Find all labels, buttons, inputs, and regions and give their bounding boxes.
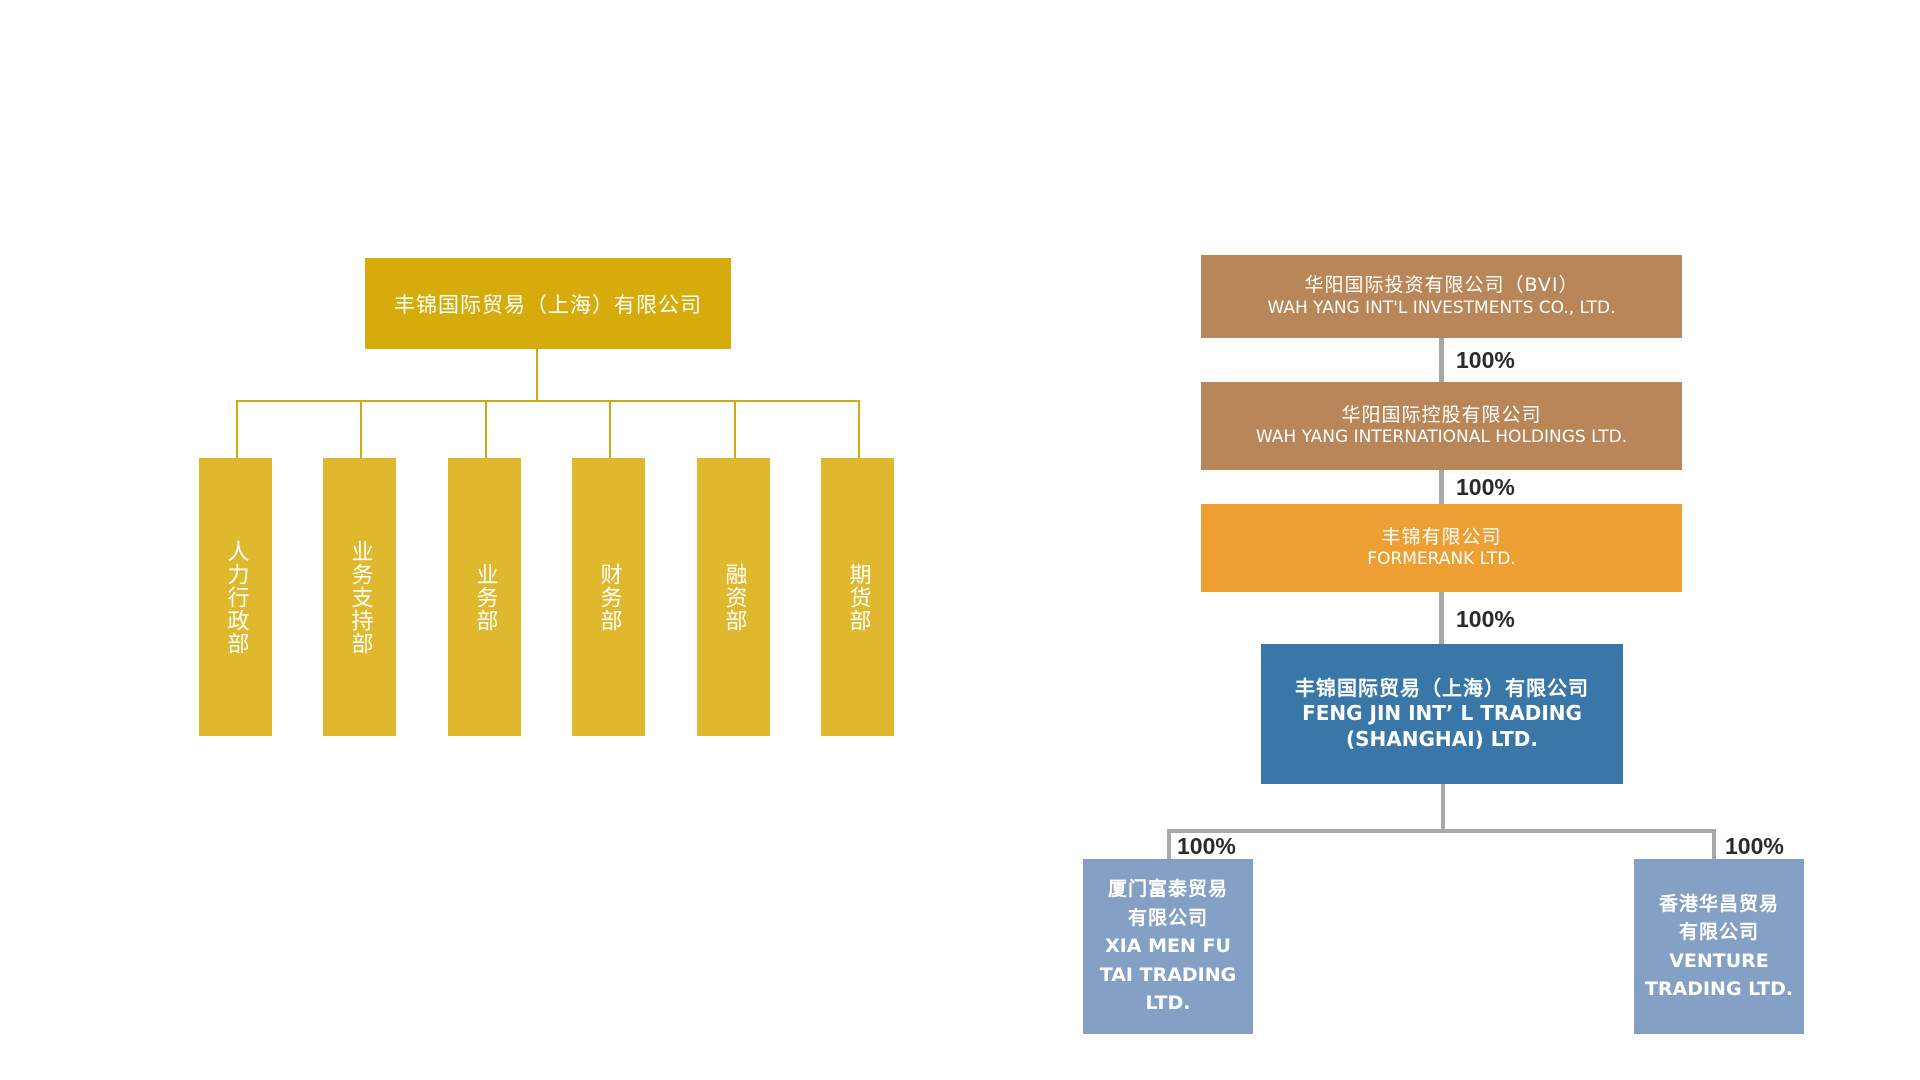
dept-finance: 财务部 [572, 458, 645, 736]
node-formerank: 丰锦有限公司 FORMERANK LTD. [1201, 504, 1682, 592]
node-cn-label: 丰锦有限公司 [1381, 525, 1502, 548]
ownership-percent-5: 100% [1725, 833, 1784, 859]
node-cn-label: 有限公司 [1678, 921, 1759, 943]
node-wah-yang-holdings: 华阳国际控股有限公司 WAH YANG INTERNATIONAL HOLDIN… [1201, 382, 1682, 470]
node-cn-label: 有限公司 [1127, 906, 1208, 929]
node-en-label: XIA MEN FU [1105, 935, 1231, 958]
dept-label: 期货部 [845, 562, 871, 632]
dept-label: 业务支持部 [347, 539, 373, 655]
node-cn-label: 丰锦国际贸易（上海）有限公司 [1295, 676, 1589, 700]
node-en-label: LTD. [1145, 992, 1191, 1015]
node-xiamen-futai: 厦门富泰贸易 有限公司 XIA MEN FU TAI TRADING LTD. [1083, 859, 1253, 1034]
dept-business-support: 业务支持部 [323, 458, 396, 736]
dept-label: 业务部 [472, 562, 498, 632]
ownership-connector-1 [1439, 338, 1444, 382]
node-en-label: FORMERANK LTD. [1367, 549, 1516, 570]
node-en-label: (SHANGHAI) LTD. [1346, 727, 1538, 751]
org-connector-drop-5 [734, 400, 736, 458]
dept-label: 财务部 [596, 562, 622, 632]
org-root-label: 丰锦国际贸易（上海）有限公司 [394, 292, 702, 317]
dept-futures: 期货部 [821, 458, 894, 736]
org-connector-drop-2 [360, 400, 362, 458]
ownership-connector-4 [1441, 784, 1445, 831]
node-en-label: VENTURE [1669, 949, 1769, 972]
node-hk-huachang: 香港华昌贸易 有限公司 VENTURE TRADING LTD. [1634, 859, 1804, 1034]
dept-financing: 融资部 [697, 458, 770, 736]
dept-business: 业务部 [448, 458, 521, 736]
node-cn-label: 华阳国际控股有限公司 [1341, 403, 1542, 426]
dept-hr-admin: 人力行政部 [199, 458, 272, 736]
org-connector-drop-4 [609, 400, 611, 458]
org-connector-trunk [536, 349, 538, 401]
org-connector-drop-1 [236, 400, 238, 458]
ownership-percent-2: 100% [1456, 474, 1515, 500]
node-cn-label: 华阳国际投资有限公司（BVI） [1304, 274, 1579, 297]
dept-label: 人力行政部 [223, 539, 249, 655]
org-root-node: 丰锦国际贸易（上海）有限公司 [365, 258, 731, 349]
org-connector-bus [236, 400, 860, 402]
node-feng-jin-shanghai: 丰锦国际贸易（上海）有限公司 FENG JIN INT’ L TRADING (… [1261, 644, 1623, 784]
ownership-percent-1: 100% [1456, 347, 1515, 373]
node-cn-label: 香港华昌贸易 [1658, 892, 1779, 915]
node-en-label: WAH YANG INT'L INVESTMENTS CO., LTD. [1267, 297, 1616, 318]
node-cn-label: 厦门富泰贸易 [1107, 878, 1228, 901]
ownership-connector-3 [1439, 592, 1444, 644]
ownership-percent-4: 100% [1177, 833, 1236, 859]
ownership-percent-3: 100% [1456, 606, 1515, 632]
ownership-connector-2 [1439, 470, 1444, 504]
node-en-label: TAI TRADING [1099, 963, 1237, 986]
node-wah-yang-investments: 华阳国际投资有限公司（BVI） WAH YANG INT'L INVESTMEN… [1201, 255, 1682, 338]
node-en-label: WAH YANG INTERNATIONAL HOLDINGS LTD. [1255, 427, 1628, 448]
node-en-label: TRADING LTD. [1644, 978, 1794, 1000]
ownership-connector-drop-right [1712, 829, 1716, 859]
ownership-connector-drop-left [1167, 829, 1171, 859]
org-connector-drop-3 [485, 400, 487, 458]
ownership-connector-bus [1167, 829, 1716, 833]
dept-label: 融资部 [721, 562, 747, 632]
org-connector-drop-6 [858, 400, 860, 458]
node-en-label: FENG JIN INT’ L TRADING [1302, 701, 1582, 725]
